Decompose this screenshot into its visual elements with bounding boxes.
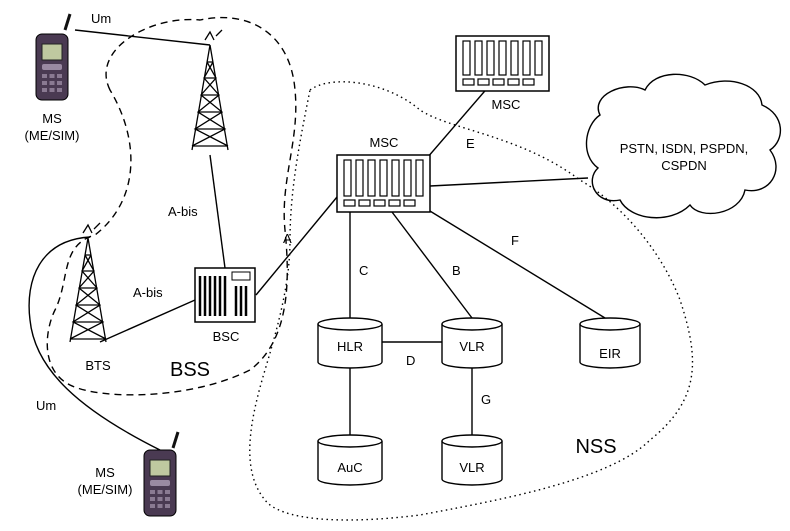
vlr-bottom-database-cylinder-icon — [441, 434, 503, 486]
msc-remote-label: MSC — [492, 97, 521, 112]
external-network-label-2: CSPDN — [661, 158, 707, 173]
link-b — [391, 211, 473, 319]
vlr-bottom-label: VLR — [459, 460, 484, 475]
um-top-label: Um — [91, 11, 111, 26]
bss-boundary — [46, 16, 297, 396]
bts-bottom-antenna-tower-icon — [69, 222, 107, 343]
link-e — [426, 84, 491, 159]
auc-label: AuC — [337, 460, 362, 475]
ms-bottom-label: MS — [95, 465, 115, 480]
external-network-cloud-icon — [585, 73, 782, 219]
link-a — [255, 196, 338, 296]
hlr-label: HLR — [337, 339, 363, 354]
nss-boundary — [249, 81, 694, 521]
link-f — [424, 207, 606, 319]
eir-label: EIR — [599, 346, 621, 361]
abis-bottom-label: A-bis — [133, 285, 163, 300]
bsc-cabinet-icon — [194, 267, 256, 323]
a-interface-label: A — [283, 231, 292, 246]
eir-database-cylinder-icon — [579, 317, 641, 369]
ms-top-label: MS — [42, 111, 62, 126]
bts-label: BTS — [85, 358, 111, 373]
ms-bottom-mobile-phone-icon — [143, 431, 180, 517]
auc-database-cylinder-icon — [317, 434, 383, 486]
link-um-top — [74, 29, 211, 46]
msc-remote-rack-icon — [455, 35, 550, 92]
msc-main-label: MSC — [370, 135, 399, 150]
hlr-database-cylinder-icon — [317, 317, 383, 369]
msc-main-rack-icon — [336, 154, 431, 213]
d-interface-label: D — [406, 353, 415, 368]
abis-top-label: A-bis — [168, 204, 198, 219]
link-abis-top — [209, 154, 226, 269]
nss-label: NSS — [575, 436, 616, 458]
bts-top-antenna-tower-icon — [191, 29, 229, 151]
link-abis-bottom — [99, 299, 196, 343]
b-interface-label: B — [452, 263, 461, 278]
um-bottom-label: Um — [36, 398, 56, 413]
vlr-top-label: VLR — [459, 339, 484, 354]
c-interface-label: C — [359, 263, 368, 278]
e-interface-label: E — [466, 136, 475, 151]
vlr-top-database-cylinder-icon — [441, 317, 503, 369]
external-network-label-1: PSTN, ISDN, PSPDN, — [620, 141, 749, 156]
g-interface-label: G — [481, 392, 491, 407]
f-interface-label: F — [511, 233, 519, 248]
ms-top-sublabel: (ME/SIM) — [25, 128, 80, 143]
ms-top-mobile-phone-icon — [35, 13, 72, 101]
link-um-bottom — [28, 236, 161, 451]
ms-bottom-sublabel: (ME/SIM) — [78, 482, 133, 497]
bsc-label: BSC — [213, 329, 240, 344]
bss-label: BSS — [170, 359, 210, 381]
link-pstn — [429, 177, 589, 187]
